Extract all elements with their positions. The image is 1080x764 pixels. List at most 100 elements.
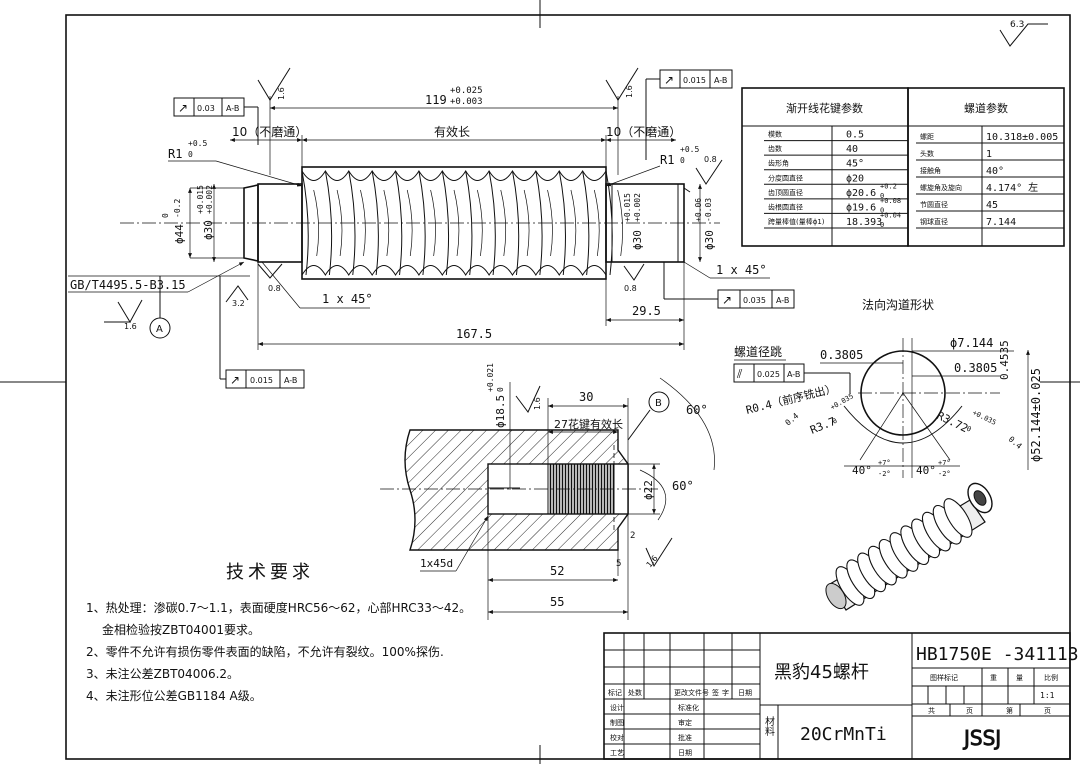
svg-text:更改文件号: 更改文件号 [674,688,709,697]
svg-text:0: 0 [880,206,884,214]
svg-text:+0.2: +0.2 [880,182,897,190]
svg-text:0: 0 [161,213,170,218]
svg-text:+7°: +7° [938,459,951,467]
svg-text:1.6: 1.6 [625,85,634,98]
svg-text:+0.08: +0.08 [880,197,901,205]
chamfer-left: 1 x 45° [261,261,373,309]
svg-text:0: 0 [880,221,884,229]
svg-text:比例: 比例 [1044,673,1058,682]
svg-text:-0.03: -0.03 [704,198,713,222]
table-row-label: 头数 [920,149,934,158]
svg-text:0.015: 0.015 [250,376,273,385]
svg-text:ϕ22: ϕ22 [642,480,655,500]
svg-text:第: 第 [1006,706,1013,715]
svg-text:审定: 审定 [678,718,692,727]
svg-text:↗: ↗ [722,293,732,307]
table-row-label: 分度圆直径 [768,173,803,182]
svg-text:0.8: 0.8 [704,155,717,164]
svg-text:螺道参数: 螺道参数 [964,101,1008,115]
roughness-top-left: 1.6 [257,67,291,101]
spline-section-view: ϕ18.5 +0.021 0 1.6 30 27花键有效长 B 60° 60° … [380,363,715,620]
svg-text:+0.002: +0.002 [633,193,642,222]
svg-text:1.6: 1.6 [533,397,542,410]
svg-text:6.3: 6.3 [1010,20,1024,30]
svg-text:40°: 40° [852,464,872,477]
svg-text:0: 0 [831,417,839,426]
svg-text:批准: 批准 [678,733,692,742]
table-row-value: ϕ20.6 [846,188,876,199]
svg-text:黑豹45螺杆: 黑豹45螺杆 [774,662,869,683]
svg-text:+0.003: +0.003 [450,97,483,107]
svg-text:2: 2 [630,531,635,541]
thread-profile-bottom [301,265,607,276]
svg-text:量: 量 [1016,674,1023,682]
svg-text:0.03: 0.03 [197,104,215,113]
title-block-logo: JSSJ [962,726,1001,750]
chamfer-right: 1 x 45° [683,261,770,279]
svg-text:1.6: 1.6 [645,554,660,570]
svg-text:52: 52 [550,564,564,578]
svg-text:+0.035: +0.035 [971,409,997,427]
table-row-label: 螺距 [920,132,934,141]
svg-text:渐开线花键参数: 渐开线花键参数 [786,101,863,115]
svg-text:0.3805: 0.3805 [820,348,863,362]
svg-text:共: 共 [928,706,935,715]
svg-text:+0.04: +0.04 [880,211,901,219]
svg-text:27花键有效长: 27花键有效长 [554,417,623,431]
table-row-value: 4.174° 左 [986,181,1038,194]
svg-text:+0.015: +0.015 [196,185,205,214]
svg-text:技术要求: 技术要求 [226,562,314,583]
svg-text:有效长: 有效长 [434,124,470,139]
svg-text:↗: ↗ [664,73,674,87]
roughness-left-bottom: 1.6 [104,299,143,331]
svg-text:-2°: -2° [938,470,951,478]
screw-isometric-sketch [825,482,993,611]
svg-text:R1: R1 [168,147,182,161]
svg-text:+0.025: +0.025 [450,86,483,96]
svg-text:ϕ30: ϕ30 [703,230,716,250]
svg-text:标准化: 标准化 [678,703,699,712]
svg-text:+0.06: +0.06 [694,198,703,222]
svg-text:设计: 设计 [610,703,624,712]
svg-text:螺道径跳: 螺道径跳 [734,345,782,359]
table-row-value: 45 [986,200,998,211]
svg-text:HB1750E -3411131: HB1750E -3411131 [916,644,1080,665]
table-row-label: 跨量棒值(量棒ϕ1) [768,217,825,226]
fillet-right: R1 +0.5 0 [605,145,699,187]
groove-normal-section: 法向沟道形状 ϕ7.144 0.3805 0.3805 0.4535 ϕ52.1… [733,297,1043,478]
table-row-label: 齿数 [768,144,782,153]
dia-44: ϕ44 0 -0.2 [161,187,244,259]
svg-text:+0.002: +0.002 [205,185,214,214]
svg-text:1 x 45°: 1 x 45° [322,292,373,306]
svg-text:ϕ44: ϕ44 [173,224,186,244]
svg-text:R0.4（前序铣出）: R0.4（前序铣出） [744,381,837,417]
roughness-top-right: 1.6 [605,67,639,101]
svg-text:GB/T4495.5-B3.15: GB/T4495.5-B3.15 [70,278,186,292]
table-row-label: 接触角 [920,166,941,175]
svg-text:40°: 40° [916,464,936,477]
table-row-label: 齿顶圆直径 [768,188,803,197]
svg-text:字: 字 [722,688,729,697]
svg-text:B: B [655,398,662,409]
svg-text:+0.5: +0.5 [188,139,207,148]
technical-requirements: 技术要求 1、热处理：渗碳0.7～1.1，表面硬度HRC56～62，心部HRC3… [86,562,471,703]
fillet-left: R1 +0.5 0 [168,139,303,187]
svg-text:167.5: 167.5 [456,327,492,341]
datum-a: A [149,276,171,339]
table-row-label: 节圆直径 [920,200,948,209]
svg-text:重: 重 [990,674,997,682]
svg-text:3.2: 3.2 [232,299,245,308]
dim-167.5: 167.5 [257,262,685,350]
svg-text:↗: ↗ [178,101,188,115]
svg-text:ϕ7.144: ϕ7.144 [950,336,993,350]
svg-text:法向沟道形状: 法向沟道形状 [862,297,934,312]
dim-119: 119 +0.025 +0.003 [269,86,619,175]
svg-text:0.8: 0.8 [624,284,637,293]
svg-text:+7°: +7° [878,459,891,467]
svg-text:页: 页 [966,707,973,715]
center-hole-standard: GB/T4495.5-B3.15 [68,261,250,293]
svg-text:制图: 制图 [610,718,624,727]
